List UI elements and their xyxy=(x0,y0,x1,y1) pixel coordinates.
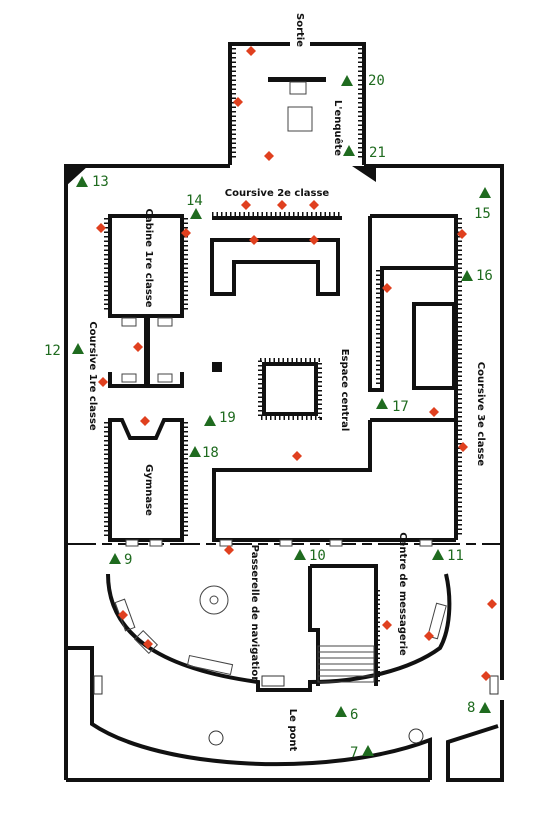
diamond-icon[interactable] xyxy=(140,416,150,426)
marker-number: 8 xyxy=(467,700,475,716)
label-enquete: L'enquête xyxy=(332,100,344,156)
enquete-room xyxy=(228,42,366,165)
right-block xyxy=(212,214,462,542)
diamond-icon[interactable] xyxy=(118,610,128,620)
diamond-icon[interactable] xyxy=(133,342,143,352)
triangle-icon[interactable] xyxy=(376,398,388,409)
diamond-icon[interactable] xyxy=(264,151,274,161)
marker-number: 11 xyxy=(447,548,464,564)
diamond-icon[interactable] xyxy=(98,377,108,387)
diamond-icon[interactable] xyxy=(181,228,191,238)
triangle-markers: 6 7 8 9 10 11 12 13 14 15 16 17 18 19 20… xyxy=(44,73,493,761)
triangle-icon[interactable] xyxy=(204,415,216,426)
triangle-icon[interactable] xyxy=(189,446,201,457)
diamond-icon[interactable] xyxy=(277,200,287,210)
triangle-icon[interactable] xyxy=(109,553,121,564)
diamond-icon[interactable] xyxy=(458,442,468,452)
diamond-icon[interactable] xyxy=(249,235,259,245)
diamond-icon[interactable] xyxy=(382,620,392,630)
marker-number: 14 xyxy=(186,193,203,209)
triangle-icon[interactable] xyxy=(479,187,491,198)
triangle-icon[interactable] xyxy=(432,549,444,560)
triangle-icon[interactable] xyxy=(343,145,355,156)
label-coursive-3: Coursive 3e classe xyxy=(475,362,486,467)
marker-number: 16 xyxy=(476,268,493,284)
marker-number: 18 xyxy=(202,445,219,461)
label-espace-central: Espace central xyxy=(339,349,350,432)
bridge-area xyxy=(106,564,452,692)
bridge-separator xyxy=(66,539,502,547)
diamond-icon[interactable] xyxy=(241,200,251,210)
triangle-icon[interactable] xyxy=(362,745,374,756)
marker-number: 20 xyxy=(368,73,385,89)
triangle-icon[interactable] xyxy=(190,208,202,219)
triangle-icon[interactable] xyxy=(294,549,306,560)
label-pont: Le pont xyxy=(287,709,298,752)
marker-number: 10 xyxy=(309,548,326,564)
diamond-icon[interactable] xyxy=(246,46,256,56)
triangle-icon[interactable] xyxy=(72,343,84,354)
triangle-icon[interactable] xyxy=(341,75,353,86)
marker-number: 19 xyxy=(219,410,236,426)
triangle-icon[interactable] xyxy=(479,702,491,713)
espace-central xyxy=(212,358,322,420)
marker-number: 13 xyxy=(92,174,109,190)
diamond-markers xyxy=(96,46,497,681)
label-centre: Centre de messagerie xyxy=(397,532,408,656)
label-coursive-1: Coursive 1re classe xyxy=(87,321,98,431)
label-sortie: Sortie xyxy=(294,13,305,47)
diamond-icon[interactable] xyxy=(429,407,439,417)
t-room xyxy=(210,238,340,296)
marker-number: 15 xyxy=(474,206,491,222)
diamond-icon[interactable] xyxy=(233,97,243,107)
label-coursive-2: Coursive 2e classe xyxy=(225,188,330,199)
triangle-icon[interactable] xyxy=(76,176,88,187)
label-cabine-1: Cabine 1re classe xyxy=(143,209,154,308)
diamond-icon[interactable] xyxy=(424,631,434,641)
diamond-icon[interactable] xyxy=(382,283,392,293)
diamond-icon[interactable] xyxy=(309,200,319,210)
diamond-icon[interactable] xyxy=(487,599,497,609)
marker-number: 21 xyxy=(369,145,386,161)
outer-hull xyxy=(64,164,504,782)
diamond-icon[interactable] xyxy=(224,545,234,555)
label-gymnase: Gymnase xyxy=(143,464,154,516)
diamond-icon[interactable] xyxy=(96,223,106,233)
diamond-icon[interactable] xyxy=(457,229,467,239)
diamond-icon[interactable] xyxy=(481,671,491,681)
cabine-1re-classe xyxy=(104,214,188,388)
diamond-icon[interactable] xyxy=(309,235,319,245)
room-labels: Sortie L'enquête Coursive 2e classe Cabi… xyxy=(87,13,486,751)
marker-number: 17 xyxy=(392,399,409,415)
marker-number: 7 xyxy=(350,745,358,761)
diamond-icon[interactable] xyxy=(143,639,153,649)
marker-number: 12 xyxy=(44,343,61,359)
diamond-icon[interactable] xyxy=(292,451,302,461)
coursive-2-wall xyxy=(212,212,342,220)
label-passerelle: Passerelle de navigation xyxy=(249,545,260,684)
marker-number: 6 xyxy=(350,707,358,723)
marker-number: 9 xyxy=(124,552,132,568)
triangle-icon[interactable] xyxy=(461,270,473,281)
triangle-icon[interactable] xyxy=(335,706,347,717)
